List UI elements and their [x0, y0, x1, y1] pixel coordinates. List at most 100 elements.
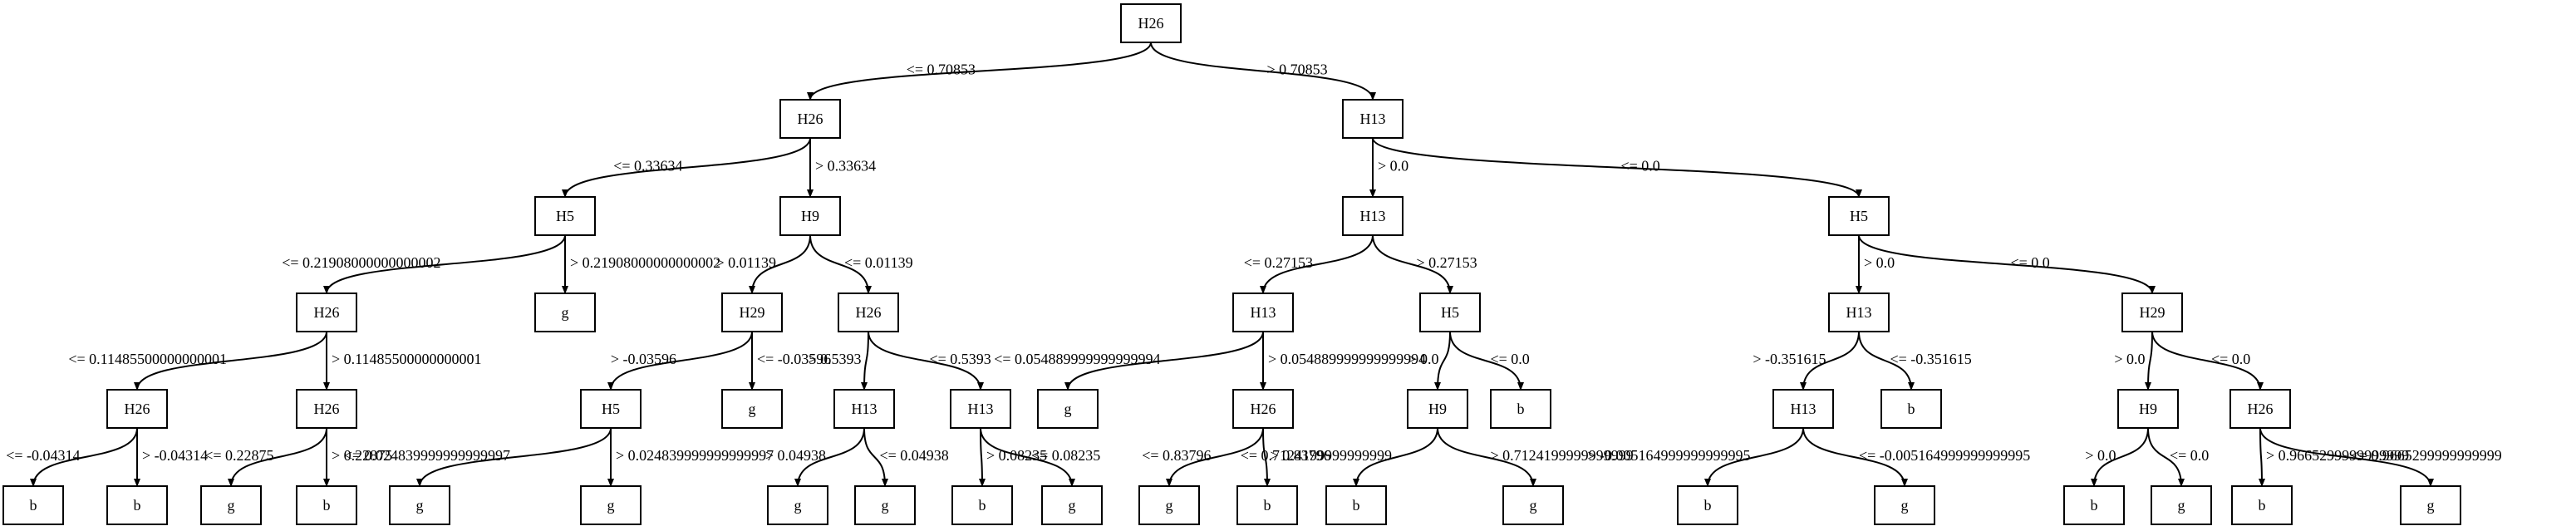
node-box [2121, 293, 2183, 332]
node-box [1041, 485, 1103, 525]
edge-label: > 0.04938 [765, 447, 826, 464]
edge-label: <= 0.0 [2170, 447, 2209, 464]
tree-edge [2151, 331, 2264, 391]
edge-label: <= -0.04314 [6, 447, 80, 464]
tree-node: H26 [2229, 389, 2291, 429]
node-label: b [1264, 497, 1271, 514]
node-label: H5 [602, 401, 620, 417]
node-label: g [2427, 497, 2435, 514]
edge-label: > 0.0 [1378, 158, 1408, 175]
tree-node: g [389, 485, 450, 525]
edge-label: <= 0.04938 [880, 447, 949, 464]
tree-edge [749, 234, 811, 294]
node-label: H26 [1138, 15, 1164, 32]
node-label: b [2091, 497, 2098, 514]
edge-label: > 0.22875 [332, 447, 392, 464]
tree-node: g [1138, 485, 1200, 525]
node-box [2400, 485, 2461, 525]
tree-edge [1372, 137, 1862, 198]
node-label: g [1166, 497, 1173, 514]
tree-edge [980, 427, 1075, 487]
node-box [1120, 3, 1182, 43]
tree-edge [861, 331, 869, 391]
tree-node: H5 [1419, 293, 1481, 332]
node-label: g [607, 497, 615, 514]
node-label: H5 [1850, 208, 1868, 224]
tree-edge [2259, 427, 2434, 487]
node-label: b [979, 497, 986, 514]
tree-node: b [2, 485, 64, 525]
node-box [721, 293, 783, 332]
node-box [1828, 293, 1890, 332]
tree-node: H26 [838, 293, 899, 332]
tree-node: b [1880, 389, 1942, 429]
tree-edge [1449, 331, 1524, 391]
tree-edge [868, 331, 984, 391]
edge-label: > 0.024839999999999997 [616, 447, 774, 464]
tree-node: g [2400, 485, 2461, 525]
tree-node: g [1041, 485, 1103, 525]
tree-node: g [1037, 389, 1099, 429]
node-label: H26 [2248, 401, 2274, 417]
node-box [389, 485, 450, 525]
tree-edge [794, 427, 865, 487]
node-box [854, 485, 916, 525]
tree-edge [1262, 427, 1271, 487]
node-box [721, 389, 783, 429]
node-box [580, 485, 642, 525]
tree-node: g [767, 485, 828, 525]
node-label: H13 [1251, 304, 1276, 321]
node-box [580, 389, 642, 429]
tree-node: H13 [1828, 293, 1890, 332]
tree-node: H5 [580, 389, 642, 429]
tree-edge [2147, 427, 2185, 487]
edge-label: <= 0.33634 [613, 158, 682, 175]
tree-node: H13 [833, 389, 895, 429]
edge-label: > 0.7124199999999999 [1491, 447, 1634, 464]
node-label: b [2259, 497, 2266, 514]
node-label: b [1517, 401, 1525, 417]
node-box [1342, 99, 1404, 139]
node-box [1502, 485, 1564, 525]
node-box [1772, 389, 1834, 429]
edge-label: <= 0.0 [1621, 158, 1660, 175]
edge-label: <= 0.0 [1491, 351, 1530, 367]
edge-label: > 0.0 [2114, 351, 2145, 367]
tree-edge [228, 427, 327, 487]
tree-node: g [534, 293, 596, 332]
tree-node: H26 [296, 389, 357, 429]
tree-edge [562, 137, 811, 198]
tree-edge [607, 331, 753, 391]
node-box [296, 293, 357, 332]
tree-node: g [2151, 485, 2212, 525]
node-box [1490, 389, 1551, 429]
tree-node: g [580, 485, 642, 525]
node-box [951, 485, 1013, 525]
tree-node: H13 [950, 389, 1011, 429]
edge-label: <= 0.5393 [930, 351, 991, 367]
node-label: H26 [125, 401, 150, 417]
edge-label: > 0.0 [1408, 351, 1438, 367]
node-label: b [1908, 401, 1915, 417]
edge-label: <= 0.21908000000000002 [282, 254, 440, 271]
tree-node: H13 [1232, 293, 1294, 332]
tree-edge [1704, 427, 1804, 487]
tree-edge [978, 427, 986, 487]
tree-edge [863, 427, 888, 487]
tree-node: H13 [1772, 389, 1834, 429]
tree-edge [416, 427, 612, 487]
node-box [1342, 196, 1404, 236]
node-label: H13 [1791, 401, 1816, 417]
node-box [2, 485, 64, 525]
tree-edge [2145, 331, 2153, 391]
node-label: g [749, 401, 756, 417]
node-box [838, 293, 899, 332]
edge-label: > 0.83796 [1271, 447, 1331, 464]
edge-label: <= -0.03596 [757, 351, 831, 367]
edge-label: <= 0.08235 [1031, 447, 1100, 464]
edge-label: <= 0.70853 [907, 61, 976, 78]
edge-label: > -0.04314 [142, 447, 208, 464]
edge-label: <= 0.0 [2211, 351, 2250, 367]
tree-node: H29 [721, 293, 783, 332]
edge-label: > 0.5393 [808, 351, 861, 367]
